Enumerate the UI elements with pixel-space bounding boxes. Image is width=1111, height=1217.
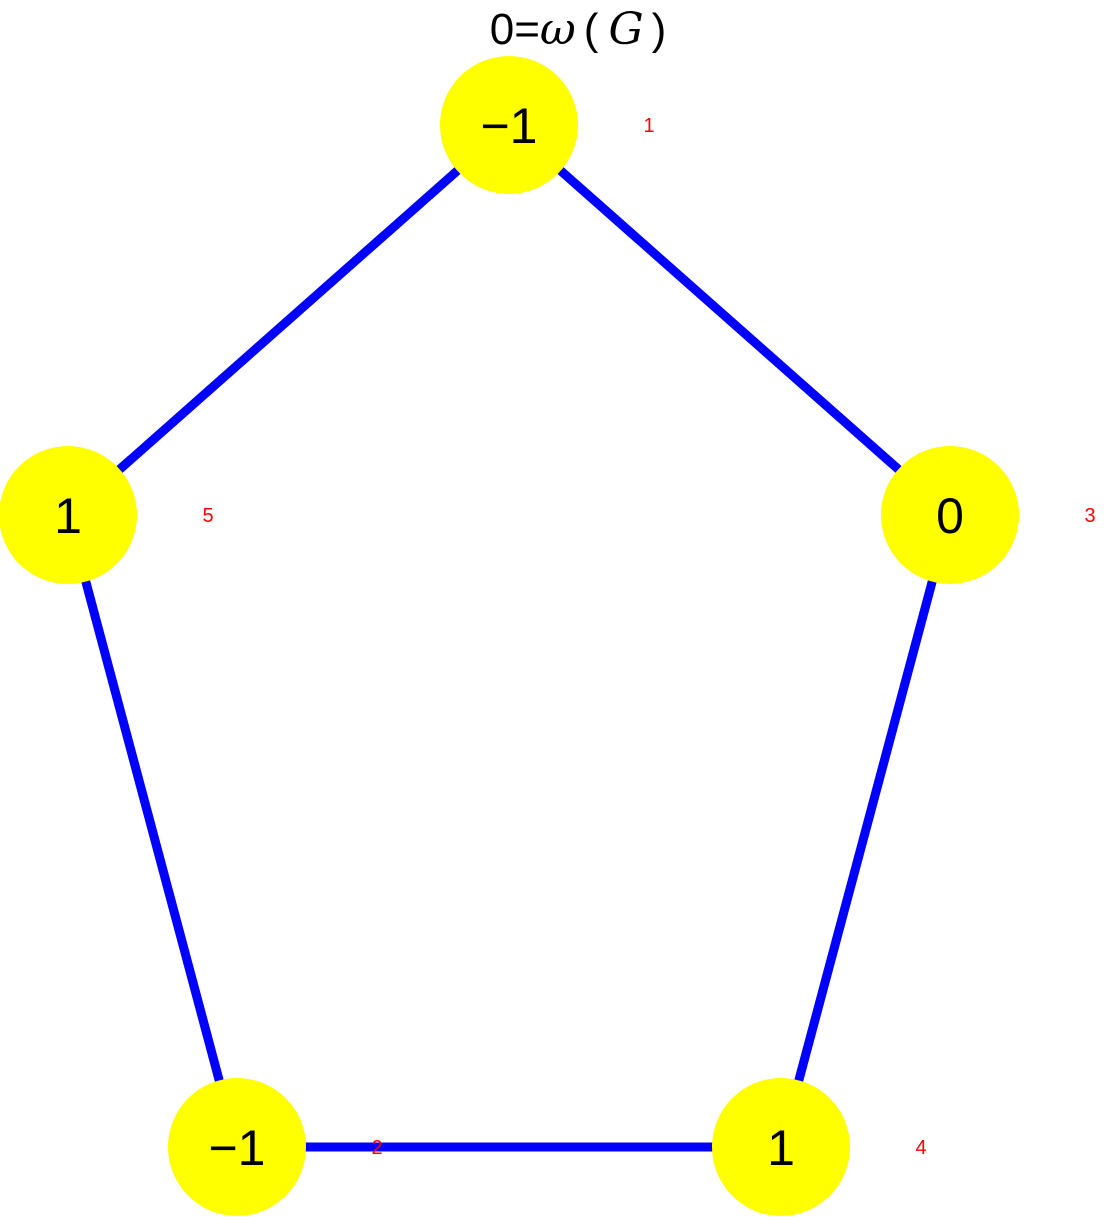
node-circle-2	[168, 1078, 306, 1216]
edge-5-1	[65, 121, 512, 519]
node-value-5: 1	[54, 488, 82, 544]
node-id-label-1: 1	[643, 115, 654, 137]
node-3: 0	[881, 446, 1019, 584]
title-prefix: 0=	[490, 5, 540, 54]
title-open-paren: (	[584, 5, 599, 54]
node-5: 1	[0, 446, 137, 584]
graph-title: 0=ω(G)	[490, 4, 667, 55]
edges-layer	[63, 121, 955, 1152]
edge-3-4	[776, 513, 955, 1149]
node-circle-4	[712, 1078, 850, 1216]
node-2: −1	[168, 1078, 306, 1216]
node-value-2: −1	[208, 1120, 265, 1176]
node-id-label-3: 3	[1084, 505, 1095, 527]
node-value-4: 1	[767, 1120, 795, 1176]
node-circle-5	[0, 446, 137, 584]
node-4: 1	[712, 1078, 850, 1216]
node-id-label-4: 4	[915, 1137, 926, 1159]
node-id-label-2: 2	[371, 1137, 382, 1159]
node-id-labels: 1 2 3 4 5	[202, 115, 1095, 1159]
title-omega: ω	[540, 4, 576, 55]
node-circle-1	[440, 56, 578, 194]
node-circle-3	[881, 446, 1019, 584]
title-close-paren: )	[652, 5, 667, 54]
title-variable: G	[608, 4, 643, 55]
node-value-1: −1	[480, 98, 537, 154]
node-value-3: 0	[936, 488, 964, 544]
nodes-layer: −1 −1 0 1 1	[0, 56, 1019, 1216]
edge-1-3	[506, 121, 953, 519]
edge-2-5	[63, 513, 242, 1149]
node-id-label-5: 5	[202, 505, 213, 527]
node-1: −1	[440, 56, 578, 194]
